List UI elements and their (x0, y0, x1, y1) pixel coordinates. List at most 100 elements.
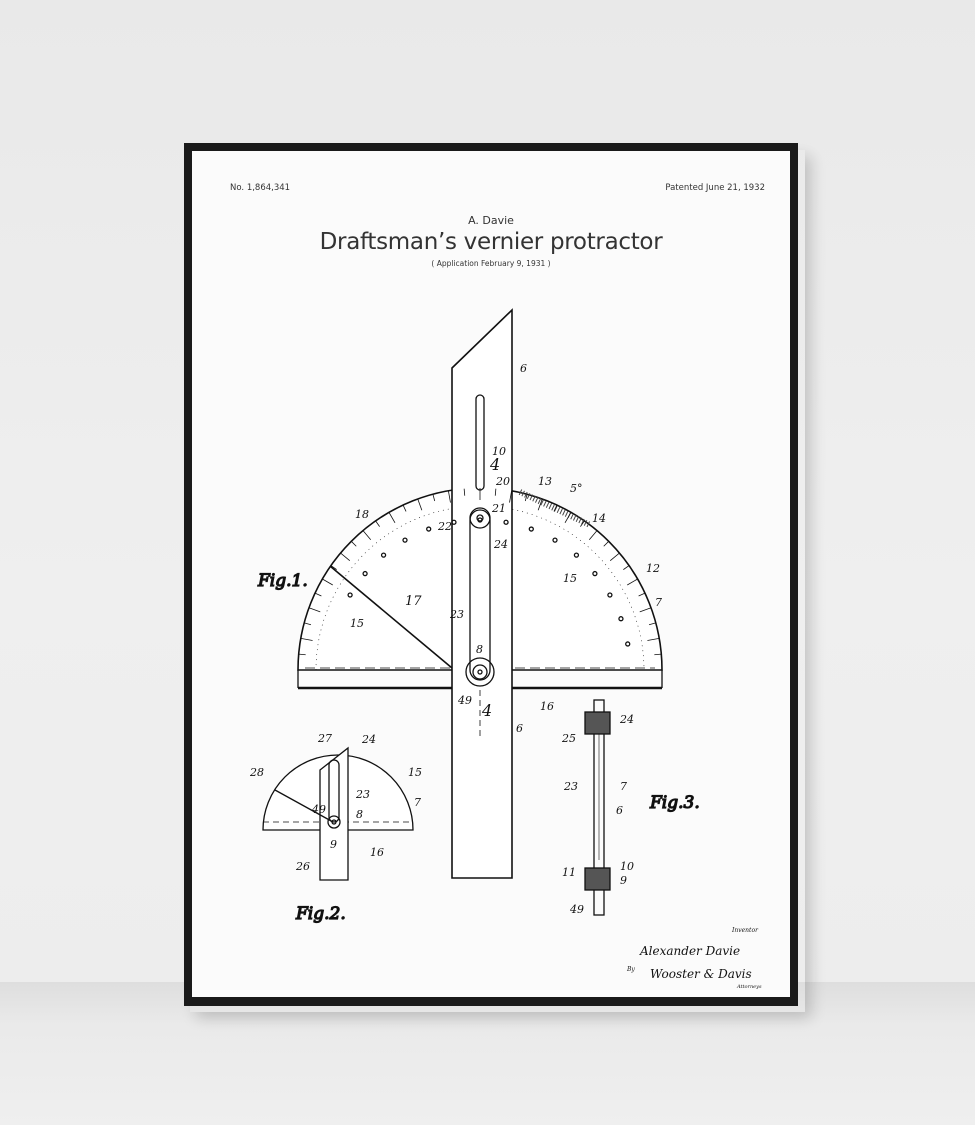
patent-drawing: Fig.1. Fig.2. Fig.3. 6 10 4 20 21 24 13 … (249, 308, 762, 990)
ref-label: 8 (476, 643, 483, 656)
ref-label: 49 (569, 903, 584, 916)
ref-label: 24 (361, 733, 376, 746)
scale-tick (432, 494, 436, 502)
scale-tick (580, 520, 585, 527)
scale-tick (362, 530, 372, 541)
scale-tick (304, 622, 312, 626)
ref-label: 16 (540, 700, 554, 713)
signature-block: Inventor Alexander Davie By Wooster & Da… (626, 927, 762, 990)
ref-label: 10 (492, 445, 506, 458)
scale-tick (588, 530, 598, 541)
scale-dot (528, 526, 534, 532)
scale-dot (552, 537, 558, 543)
scale-tick (553, 504, 558, 512)
ref-label: 20 (495, 475, 510, 488)
ref-label: 7 (655, 596, 662, 609)
ref-label: 5° (570, 482, 583, 495)
scale-tick (340, 552, 351, 562)
scale-tick (509, 490, 512, 503)
ref-label: 12 (646, 562, 660, 575)
scale-tick (524, 494, 528, 502)
fig1-label: Fig.1. (257, 571, 308, 591)
scale-dot (503, 519, 509, 525)
scale-dot (618, 616, 624, 622)
scale-tick (308, 607, 321, 613)
scale-tick (609, 552, 620, 562)
ref-label: 6 (616, 804, 623, 817)
scale-tick (639, 607, 652, 613)
ref-label: 23 (449, 608, 464, 621)
scale-tick (402, 504, 407, 512)
ref-label: 15 (563, 572, 577, 585)
ref-label: 4 (489, 455, 500, 474)
scale-dot (573, 552, 580, 558)
fig1-protractor (297, 308, 663, 879)
ref-label: 21 (491, 502, 506, 515)
ref-label: 7 (620, 780, 627, 793)
attorney-signature: Wooster & Davis (650, 967, 752, 981)
inventor-label: Inventor (731, 927, 759, 934)
scale-dot (607, 592, 613, 598)
ref-label: 8 (356, 808, 363, 821)
scale-dot (426, 526, 432, 532)
ref-label: 7 (414, 796, 421, 809)
ref-label: 9 (330, 838, 337, 851)
scale-tick (351, 541, 357, 547)
ref-label: 10 (620, 860, 634, 873)
ref-label: 11 (562, 866, 576, 879)
fig1-scale-dots (298, 488, 662, 656)
scale-tick (603, 541, 609, 547)
by-label: By (626, 966, 635, 973)
scale-dot (592, 570, 598, 577)
ref-label: 28 (249, 766, 264, 779)
ref-label: 23 (563, 780, 578, 793)
scale-dot (380, 552, 387, 558)
ref-label: 17 (405, 594, 422, 609)
application-date: ( Application February 9, 1931 ) (431, 259, 551, 268)
fig3-label: Fig.3. (649, 793, 700, 813)
patent-date: Patented June 21, 1932 (665, 183, 765, 193)
scale-tick (330, 565, 337, 570)
ref-label: 16 (370, 846, 384, 859)
ref-label: 25 (561, 732, 576, 745)
ref-label: 23 (355, 788, 370, 801)
scale-tick (494, 488, 497, 496)
attorney-label: Attorneys (736, 984, 762, 990)
scale-dot (477, 517, 483, 523)
fig2-protractor (262, 746, 414, 881)
ref-label: 6 (516, 722, 523, 735)
scale-dot (362, 570, 368, 577)
ref-label: 15 (350, 617, 364, 630)
ref-label: 49 (311, 803, 326, 816)
patent-number: No. 1,864,341 (230, 183, 291, 193)
scale-tick (463, 488, 466, 496)
ref-label: 24 (493, 538, 508, 551)
inventor-signature: Alexander Davie (639, 944, 740, 958)
scale-tick (300, 638, 313, 641)
ref-label: 26 (295, 860, 310, 873)
scale-tick (638, 592, 646, 597)
ref-label: 14 (592, 512, 606, 525)
scale-tick (627, 578, 638, 586)
scale-tick (623, 565, 630, 570)
scale-tick (648, 622, 656, 626)
scale-tick (417, 498, 423, 511)
ref-label: 15 (408, 766, 422, 779)
ref-label: 13 (538, 475, 552, 488)
scale-tick (654, 653, 662, 656)
scale-tick (388, 512, 396, 523)
scale-tick (375, 520, 380, 527)
scale-tick (298, 653, 306, 656)
fig3-section (584, 699, 611, 916)
ref-label: 22 (437, 520, 452, 533)
ref-label: 9 (620, 874, 627, 887)
ref-label: 18 (355, 508, 369, 521)
scale-tick (448, 490, 451, 503)
scale-tick (537, 498, 543, 511)
scale-dot (347, 592, 353, 598)
scale-tick (564, 512, 572, 523)
ref-label: 6 (520, 362, 527, 375)
scale-dot (625, 641, 631, 647)
ref-label: 4 (481, 701, 492, 720)
scale-tick (647, 638, 660, 641)
